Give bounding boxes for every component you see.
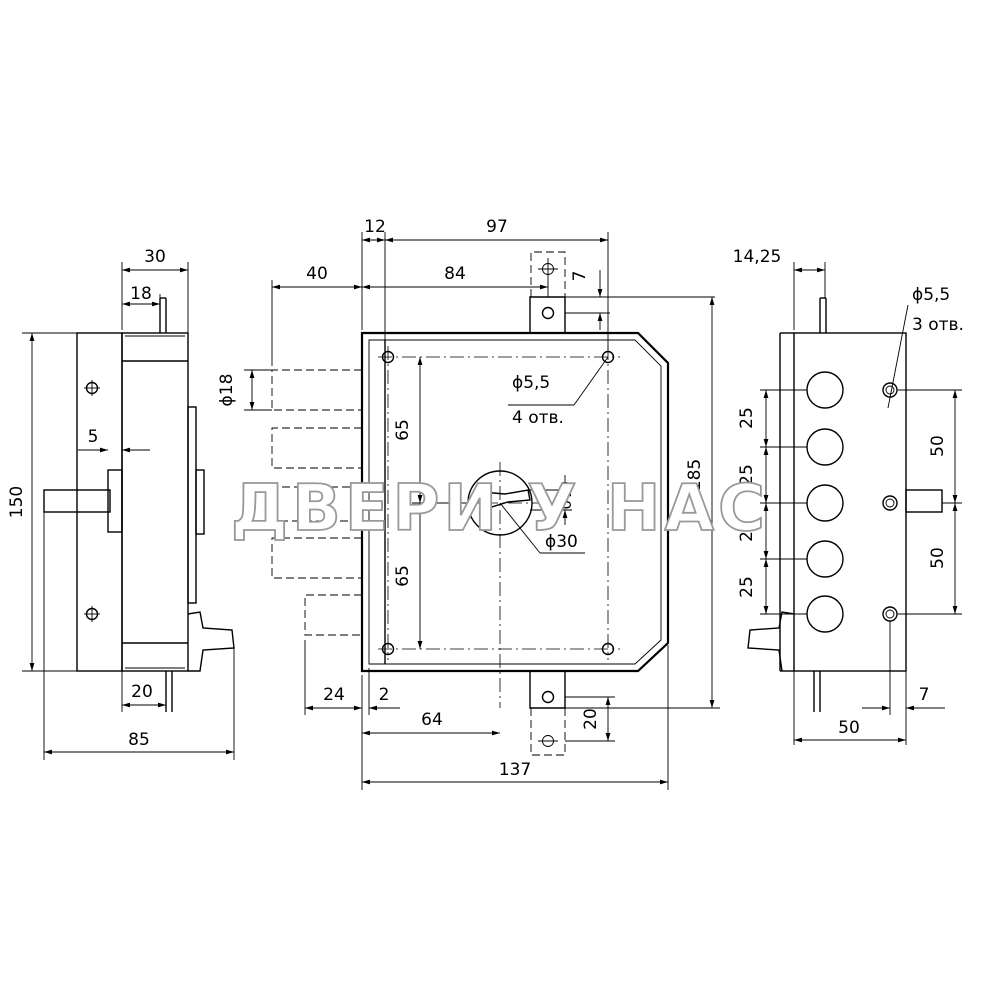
dim-64: 64 [421,710,443,730]
hole-diameter-label: ϕ5,5 [912,285,950,305]
dim-2: 2 [379,685,390,705]
watermark: ДВЕРИ У НАС [231,472,769,546]
dim-40: 40 [306,264,328,284]
dim-97: 97 [486,217,508,237]
front-view: 12 97 40 84 7 ϕ18 65 65 ϕ5,5 4 отв. [217,217,720,790]
dim-50-width: 50 [838,718,860,738]
dim-84: 84 [444,264,466,284]
mounting-hole-icon [882,495,898,511]
hole-count-label: 4 отв. [512,408,564,428]
bolts-dashed [271,369,362,636]
dim-7-right: 7 [919,685,930,705]
mounting-hole-icon [882,382,898,398]
dim-85: 85 [128,730,150,750]
top-tab [529,296,566,333]
dim-65-top: 65 [393,419,413,441]
dim-20-bottom: 20 [581,708,601,730]
mounting-plate [76,332,123,672]
dim-30: 30 [144,247,166,267]
dim-137: 137 [499,760,531,780]
bolt-end-icon [806,595,844,633]
dim-phi18: ϕ18 [217,374,237,407]
dim-12: 12 [364,217,386,237]
dim-7: 7 [570,271,590,282]
bolt-ends [806,371,844,633]
left-side-view: 30 18 5 150 20 85 [7,247,235,760]
right-side-view: 14,25 ϕ5,5 3 отв. 25 25 25 25 50 50 7 50 [733,247,964,745]
dim-10: 10 [556,490,574,509]
thumb-turn-handle [187,611,235,672]
thumb-turn-handle [747,611,795,672]
dim-5: 5 [88,427,99,447]
dim-150: 150 [7,486,27,518]
dim-25-2: 25 [737,464,757,486]
dim-25-3: 25 [737,520,757,542]
hole-diameter-label: ϕ5,5 [512,373,550,393]
bolt-end-icon [806,540,844,578]
dim-phi30: ϕ30 [545,532,578,552]
dim-50-top: 50 [928,435,948,457]
bolt-end-icon [806,371,844,409]
lock-body-side [121,332,189,672]
dim-20: 20 [131,682,153,702]
dim-18: 18 [130,284,152,304]
mounting-hole-icon [882,606,898,622]
keyhole-icon [477,489,531,511]
dim-24: 24 [323,685,345,705]
dim-185: 185 [685,459,705,491]
hole-count-label: 3 отв. [912,315,964,335]
bolt-end-icon [806,428,844,466]
bottom-tab [529,671,566,709]
dim-14-25: 14,25 [733,247,782,267]
dim-25-1: 25 [737,407,757,429]
dim-25-4: 25 [737,576,757,598]
spindle [43,489,111,513]
dim-65-bottom: 65 [393,565,413,587]
dim-50-bottom: 50 [928,547,948,569]
bolt-end-icon [806,484,844,522]
lock-case-outline [360,331,670,673]
